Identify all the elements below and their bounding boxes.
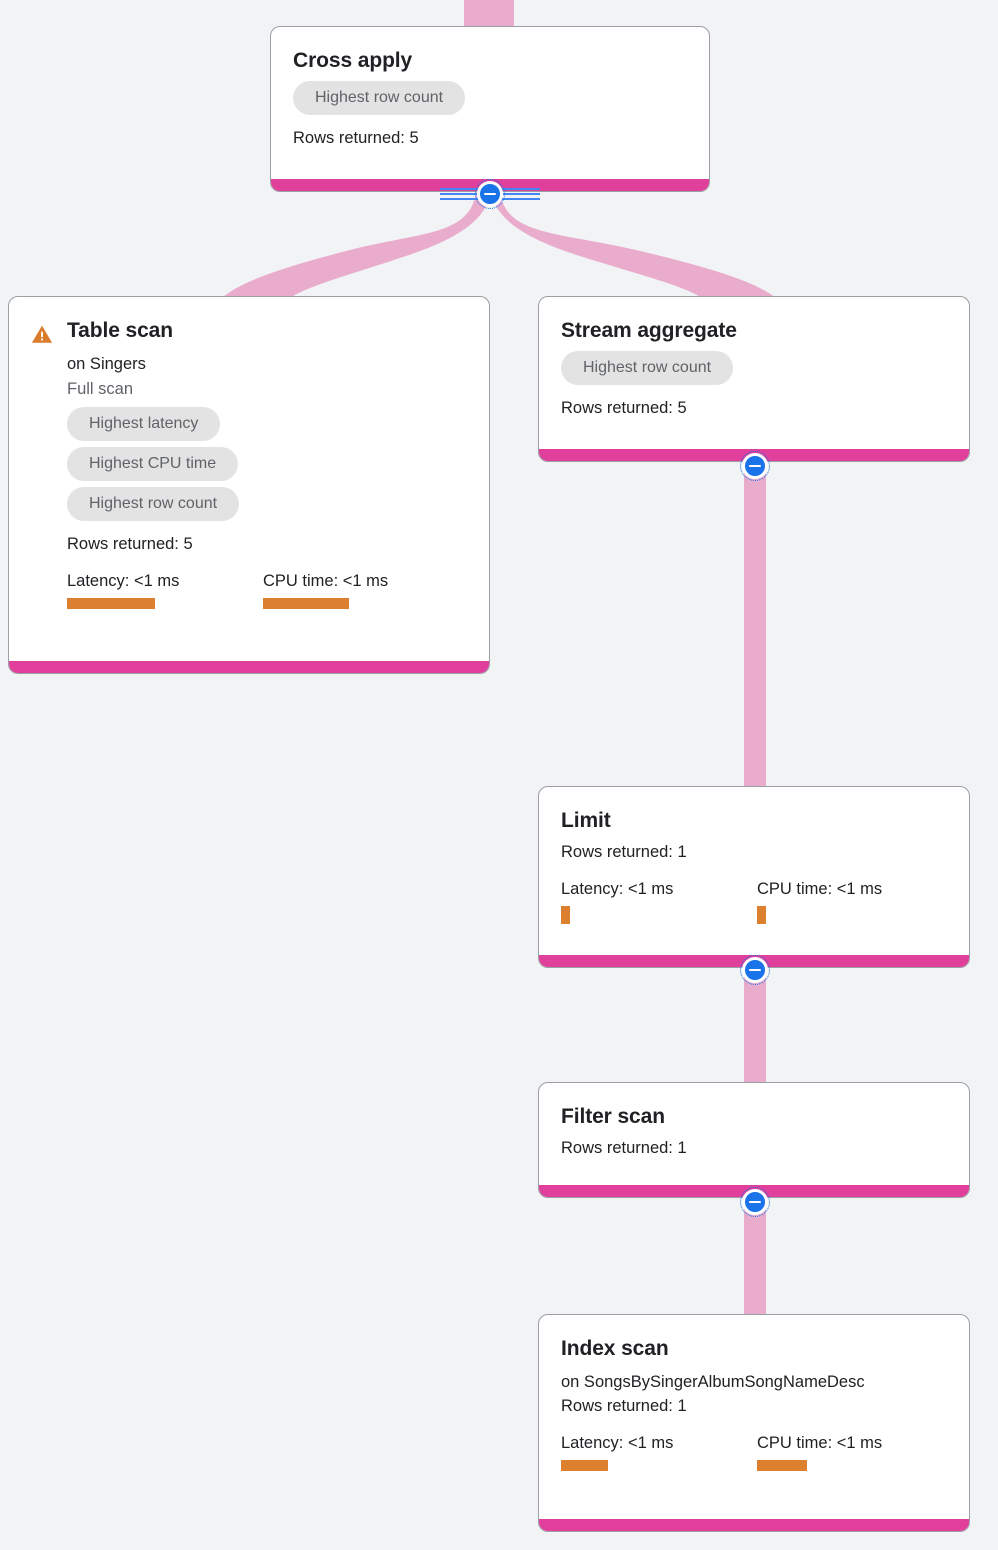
toggle-cross-apply[interactable] [475, 179, 505, 209]
node-title: Table scan [67, 319, 173, 342]
node-subtitle: on SongsBySingerAlbumSongNameDesc [561, 1373, 865, 1391]
metrics-row: Latency: <1 ms CPU time: <1 ms [561, 1432, 947, 1471]
node-table-scan[interactable]: Table scan on Singers Full scan Highest … [8, 296, 490, 674]
metric-latency: Latency: <1 ms [561, 878, 757, 924]
badge-list: Highest row count [293, 81, 687, 121]
metric-latency-bar [67, 598, 155, 609]
metric-cpu-time-label: CPU time: <1 ms [263, 572, 389, 590]
metric-latency: Latency: <1 ms [561, 1432, 757, 1471]
node-title: Filter scan [561, 1105, 665, 1128]
edge-limit-to-filter-scan [744, 966, 766, 1086]
metric-cpu-time-label: CPU time: <1 ms [757, 880, 883, 898]
node-header: Stream aggregate [561, 317, 947, 345]
badge-highest-row-count: Highest row count [67, 487, 240, 521]
rows-returned: Rows returned: 1 [561, 843, 687, 861]
metric-cpu-time: CPU time: <1 ms [757, 1432, 882, 1471]
metric-cpu-time-bar [757, 1460, 807, 1471]
edge-filter-scan-to-index-scan [744, 1198, 766, 1314]
rows-returned: Rows returned: 1 [561, 1139, 687, 1157]
node-body: Stream aggregate Highest row count Rows … [539, 297, 969, 449]
rows-returned: Rows returned: 1 [561, 1397, 687, 1415]
node-header: Cross apply [293, 47, 687, 75]
rows-returned: Rows returned: 5 [561, 399, 687, 417]
edge-cross-apply-to-table-scan [222, 192, 492, 298]
metric-latency-label: Latency: <1 ms [67, 572, 180, 590]
metric-cpu-time-bar [263, 598, 349, 609]
node-body: Filter scan Rows returned: 1 [539, 1083, 969, 1185]
metric-latency-label: Latency: <1 ms [561, 880, 674, 898]
metrics-row: Latency: <1 ms CPU time: <1 ms [561, 878, 947, 924]
metric-cpu-time: CPU time: <1 ms [757, 878, 882, 924]
metric-cpu-time: CPU time: <1 ms [263, 570, 388, 609]
rows-returned: Rows returned: 5 [293, 129, 419, 147]
edge-cross-apply-to-stream-aggregate [490, 192, 776, 298]
metric-latency: Latency: <1 ms [67, 570, 263, 609]
badge-list: Highest latency Highest CPU time Highest… [67, 407, 467, 527]
metric-latency-bar [561, 1460, 608, 1471]
badge-highest-cpu-time: Highest CPU time [67, 447, 239, 481]
toggle-filter-scan[interactable] [740, 1187, 770, 1217]
node-index-scan[interactable]: Index scan on SongsBySingerAlbumSongName… [538, 1314, 970, 1532]
node-title: Limit [561, 809, 611, 832]
node-title: Index scan [561, 1337, 669, 1360]
badge-list: Highest row count [561, 351, 947, 391]
node-limit[interactable]: Limit Rows returned: 1 Latency: <1 ms CP… [538, 786, 970, 968]
warning-icon [31, 325, 53, 343]
node-filter-scan[interactable]: Filter scan Rows returned: 1 [538, 1082, 970, 1198]
node-scan-type: Full scan [67, 380, 134, 398]
node-header: Table scan [31, 317, 467, 345]
node-body: Cross apply Highest row count Rows retur… [271, 27, 709, 179]
node-footer-bar [539, 1519, 969, 1531]
metric-cpu-time-bar [757, 906, 766, 924]
metric-latency-bar [561, 906, 570, 924]
node-header: Index scan [561, 1335, 947, 1363]
node-title: Cross apply [293, 49, 413, 72]
node-cross-apply[interactable]: Cross apply Highest row count Rows retur… [270, 26, 710, 192]
metrics-row: Latency: <1 ms CPU time: <1 ms [67, 570, 467, 609]
badge-highest-latency: Highest latency [67, 407, 221, 441]
toggle-stream-aggregate[interactable] [740, 451, 770, 481]
node-body: Limit Rows returned: 1 Latency: <1 ms CP… [539, 787, 969, 955]
node-stream-aggregate[interactable]: Stream aggregate Highest row count Rows … [538, 296, 970, 462]
node-subtitle: on Singers [67, 355, 146, 373]
edge-stream-aggregate-to-limit [744, 462, 766, 790]
node-body: Table scan on Singers Full scan Highest … [9, 297, 489, 661]
node-footer-bar [9, 661, 489, 673]
node-body: Index scan on SongsBySingerAlbumSongName… [539, 1315, 969, 1519]
node-title: Stream aggregate [561, 319, 737, 342]
node-header: Limit [561, 807, 947, 835]
metric-latency-label: Latency: <1 ms [561, 1434, 674, 1452]
toggle-limit[interactable] [740, 955, 770, 985]
badge-highest-row-count: Highest row count [561, 351, 734, 385]
rows-returned: Rows returned: 5 [67, 535, 193, 553]
badge-highest-row-count: Highest row count [293, 81, 466, 115]
metric-cpu-time-label: CPU time: <1 ms [757, 1434, 883, 1452]
node-header: Filter scan [561, 1103, 947, 1131]
